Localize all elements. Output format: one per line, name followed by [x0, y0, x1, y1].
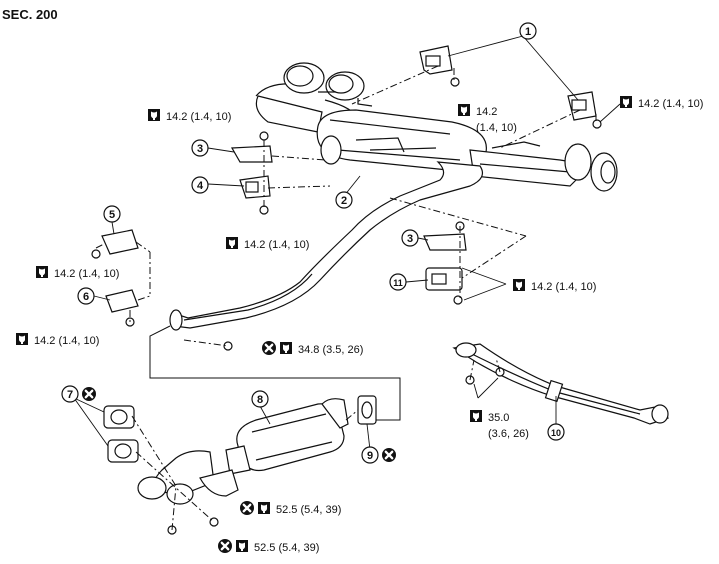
- svg-text:(1.4, 10): (1.4, 10): [476, 122, 517, 134]
- svg-text:5: 5: [109, 209, 115, 221]
- torque-wrench-icon: [258, 502, 270, 514]
- callout-8: 8: [251, 390, 269, 408]
- svg-text:9: 9: [367, 450, 373, 462]
- torque-spec: 34.8 (3.5, 26): [260, 339, 363, 357]
- do-not-reuse-icon: [216, 537, 234, 555]
- torque-spec: 14.2 (1.4, 10): [620, 96, 703, 110]
- rear-muffler-assembly: [255, 62, 618, 192]
- callout-10: 10: [547, 423, 565, 441]
- svg-text:7: 7: [67, 389, 73, 401]
- torque-wrench-icon: [470, 410, 482, 422]
- do-not-reuse-icon: [238, 499, 256, 517]
- callout-3-upper: 3: [191, 139, 209, 157]
- brackets-and-gaskets: [91, 45, 602, 535]
- svg-text:35.0: 35.0: [488, 412, 509, 424]
- svg-text:14.2 (1.4, 10): 14.2 (1.4, 10): [531, 281, 596, 293]
- torque-wrench-icon: [458, 104, 470, 116]
- svg-text:3: 3: [197, 143, 203, 155]
- callouts: 1 2 3 3 4 5 6 7 8 9 10 11: [61, 22, 565, 464]
- callout-6: 6: [77, 287, 95, 305]
- svg-text:14.2 (1.4, 10): 14.2 (1.4, 10): [166, 111, 231, 123]
- svg-text:1: 1: [525, 26, 531, 38]
- torque-specs: 14.2 (1.4, 10) 14.2 (1.4, 10) 14.2 (1.4, …: [16, 96, 703, 555]
- torque-wrench-icon: [620, 96, 632, 108]
- svg-text:(3.6, 26): (3.6, 26): [488, 428, 529, 440]
- svg-text:14.2 (1.4, 10): 14.2 (1.4, 10): [34, 335, 99, 347]
- svg-text:52.5 (5.4, 39): 52.5 (5.4, 39): [254, 542, 319, 554]
- torque-wrench-icon: [16, 333, 28, 345]
- front-muffler-catalyst: [137, 398, 349, 505]
- svg-text:14.2 (1.4, 10): 14.2 (1.4, 10): [638, 98, 703, 110]
- torque-spec: 14.2 (1.4, 10): [513, 279, 596, 293]
- torque-wrench-icon: [36, 266, 48, 278]
- svg-text:8: 8: [257, 394, 263, 406]
- callout-11: 11: [389, 273, 407, 291]
- center-pipe: [169, 161, 483, 331]
- svg-text:4: 4: [197, 180, 204, 192]
- torque-wrench-icon: [148, 109, 160, 121]
- callout-9: 9: [361, 446, 379, 464]
- svg-text:14.2 (1.4, 10): 14.2 (1.4, 10): [54, 268, 119, 280]
- callout-4: 4: [191, 176, 209, 194]
- leader-lines: [73, 35, 621, 451]
- torque-spec: 52.5 (5.4, 39): [238, 499, 341, 517]
- torque-spec: 14.2 (1.4, 10): [36, 266, 119, 280]
- svg-text:6: 6: [83, 291, 89, 303]
- torque-spec: 14.2 (1.4, 10): [226, 237, 309, 251]
- do-not-reuse-icon: [260, 339, 278, 357]
- svg-text:14.2 (1.4, 10): 14.2 (1.4, 10): [244, 239, 309, 251]
- section-title: SEC. 200: [2, 7, 58, 22]
- torque-spec: 52.5 (5.4, 39): [216, 537, 319, 555]
- callout-2: 2: [335, 191, 353, 209]
- svg-text:14.2: 14.2: [476, 106, 497, 118]
- do-not-reuse-icon: [80, 385, 98, 403]
- torque-wrench-icon: [226, 237, 238, 249]
- callout-7: 7: [61, 385, 79, 403]
- rear-sub-pipe: [452, 342, 669, 425]
- svg-text:3: 3: [407, 233, 413, 245]
- callout-5: 5: [103, 205, 121, 223]
- callout-3-lower: 3: [401, 229, 419, 247]
- svg-text:34.8 (3.5, 26): 34.8 (3.5, 26): [298, 344, 363, 356]
- callout-1: 1: [519, 22, 537, 40]
- do-not-reuse-icon: [380, 446, 398, 464]
- torque-wrench-icon: [236, 540, 248, 552]
- torque-spec: 14.2 (1.4, 10): [148, 109, 231, 123]
- svg-text:11: 11: [393, 278, 403, 288]
- torque-wrench-icon: [513, 279, 525, 291]
- torque-spec: 14.2 (1.4, 10): [16, 333, 99, 347]
- svg-text:2: 2: [341, 195, 347, 207]
- torque-spec: 14.2 (1.4, 10): [458, 104, 517, 134]
- torque-spec: 35.0 (3.6, 26): [470, 410, 529, 440]
- svg-text:52.5 (5.4, 39): 52.5 (5.4, 39): [276, 504, 341, 516]
- torque-wrench-icon: [280, 342, 292, 354]
- assembly-lines: [95, 65, 597, 531]
- svg-text:10: 10: [551, 428, 561, 438]
